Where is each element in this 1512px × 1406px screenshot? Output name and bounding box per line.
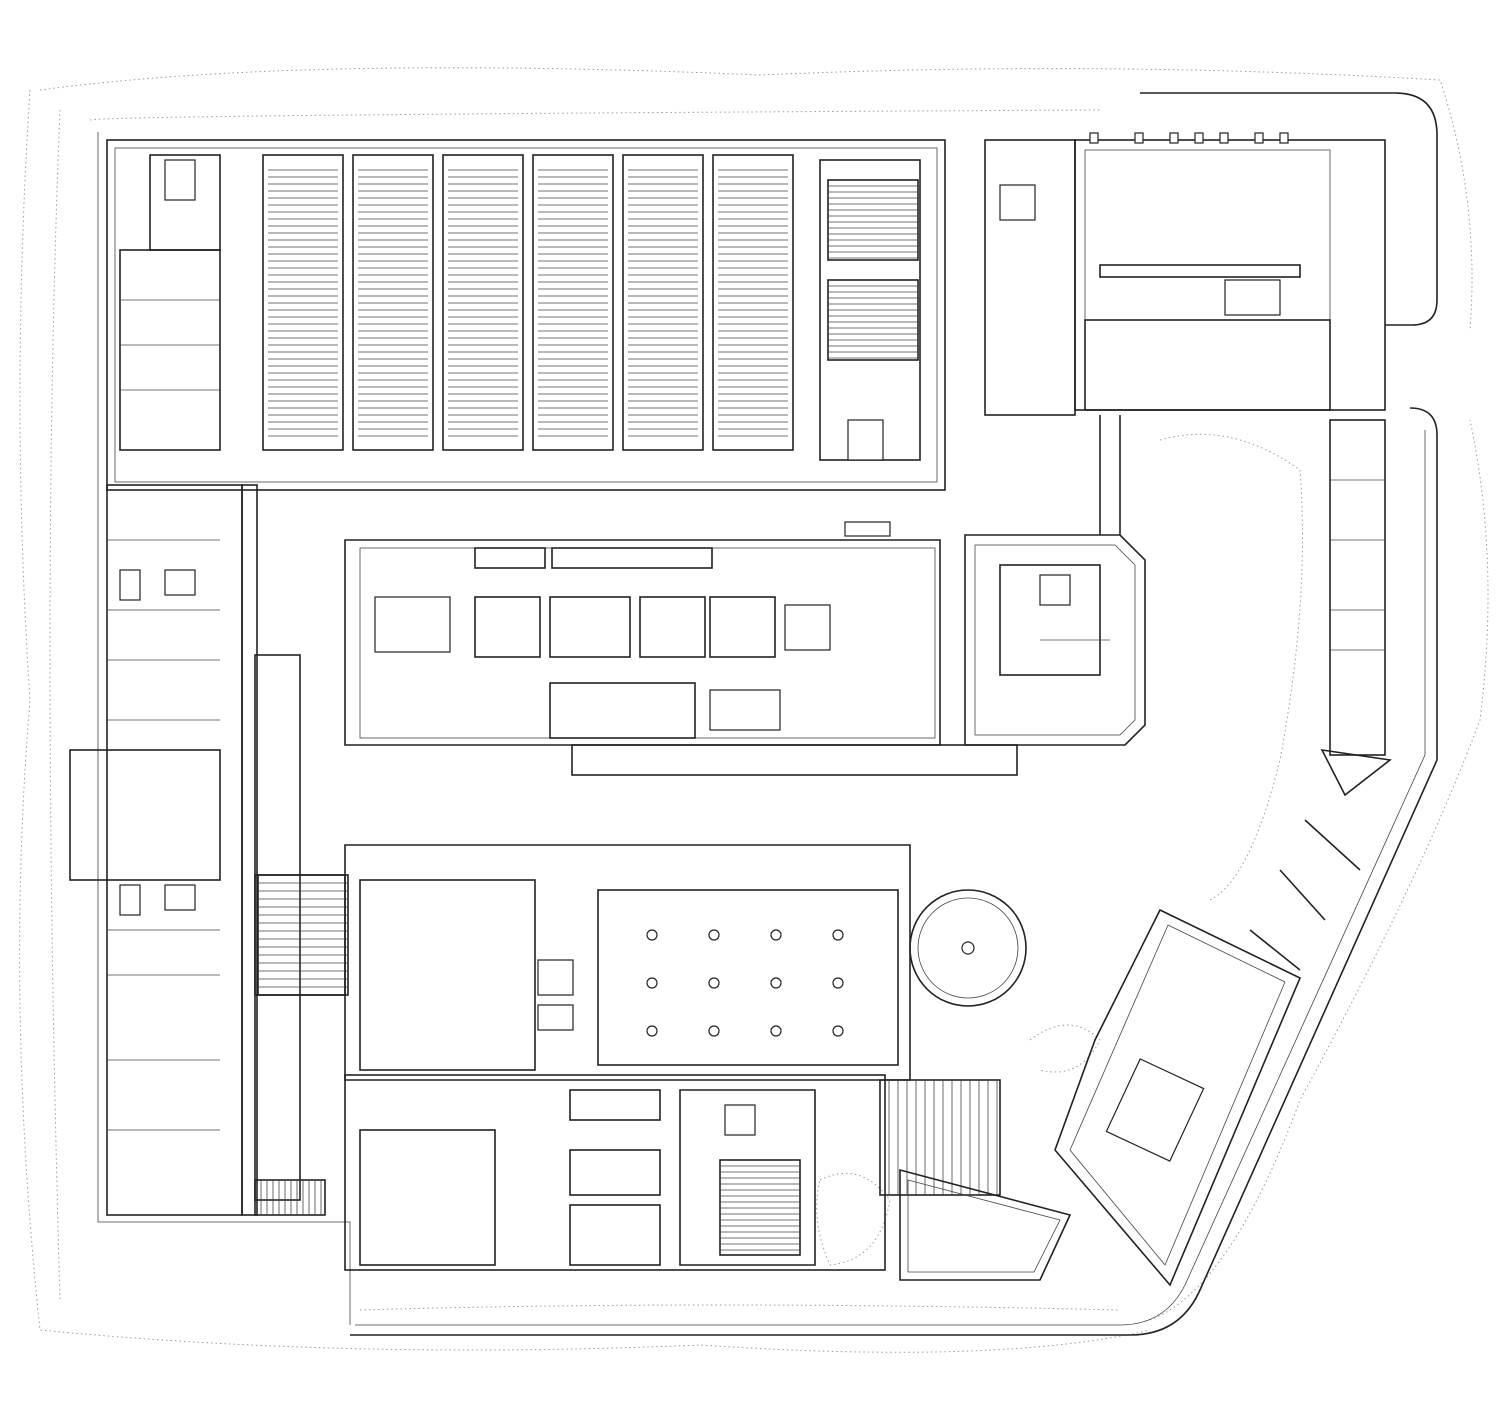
column	[832, 977, 844, 989]
column	[708, 929, 720, 941]
trapezoid-pavilion	[899, 1168, 1072, 1281]
shelf-rows	[358, 169, 428, 437]
rotated-building	[1054, 908, 1302, 1287]
column	[770, 977, 782, 989]
shelf-rows	[448, 169, 518, 437]
stack-column	[352, 154, 434, 451]
middle-block	[344, 521, 1018, 776]
landscape-tree-outline	[19, 67, 1489, 1353]
shelf-rows	[718, 169, 788, 437]
seating-block	[719, 1159, 801, 1256]
column	[832, 1025, 844, 1037]
window-pier	[1279, 132, 1289, 144]
column	[646, 1025, 658, 1037]
seating-block	[827, 279, 919, 361]
rotated-building-inner	[1069, 924, 1286, 1266]
column	[770, 929, 782, 941]
stair	[879, 1079, 1001, 1196]
column	[770, 1025, 782, 1037]
rotated-building-core	[1105, 1058, 1205, 1162]
window-pier	[1194, 132, 1204, 144]
reading-hall-block	[254, 844, 1027, 1216]
site-boundary-south-east	[350, 407, 1438, 1336]
stair	[257, 874, 349, 996]
shelf-rows	[268, 169, 338, 437]
stack-column	[262, 154, 344, 451]
stack-column	[442, 154, 524, 451]
window-pier	[1219, 132, 1229, 144]
shelf-rows	[538, 169, 608, 437]
east-strip	[1249, 419, 1392, 971]
seating-block	[827, 179, 919, 261]
column	[646, 977, 658, 989]
shelf-rows	[628, 169, 698, 437]
west-wing	[69, 484, 349, 1216]
south-block	[344, 1074, 1001, 1271]
north-east-building	[984, 132, 1386, 416]
stack-column	[622, 154, 704, 451]
stack-column	[532, 154, 614, 451]
trapezoid-inner	[907, 1179, 1061, 1273]
site-boundary-north	[1140, 92, 1438, 326]
window-pier	[1134, 132, 1144, 144]
site-edge-inner	[97, 132, 1426, 1326]
stack-column	[712, 154, 794, 451]
column	[832, 929, 844, 941]
stair	[254, 1179, 326, 1216]
column	[708, 1025, 720, 1037]
window-pier	[1254, 132, 1264, 144]
window-pier	[1089, 132, 1099, 144]
octagon-pavilion	[964, 415, 1146, 746]
stack-block	[106, 139, 946, 491]
column	[708, 977, 720, 989]
column	[646, 929, 658, 941]
window-pier	[1169, 132, 1179, 144]
